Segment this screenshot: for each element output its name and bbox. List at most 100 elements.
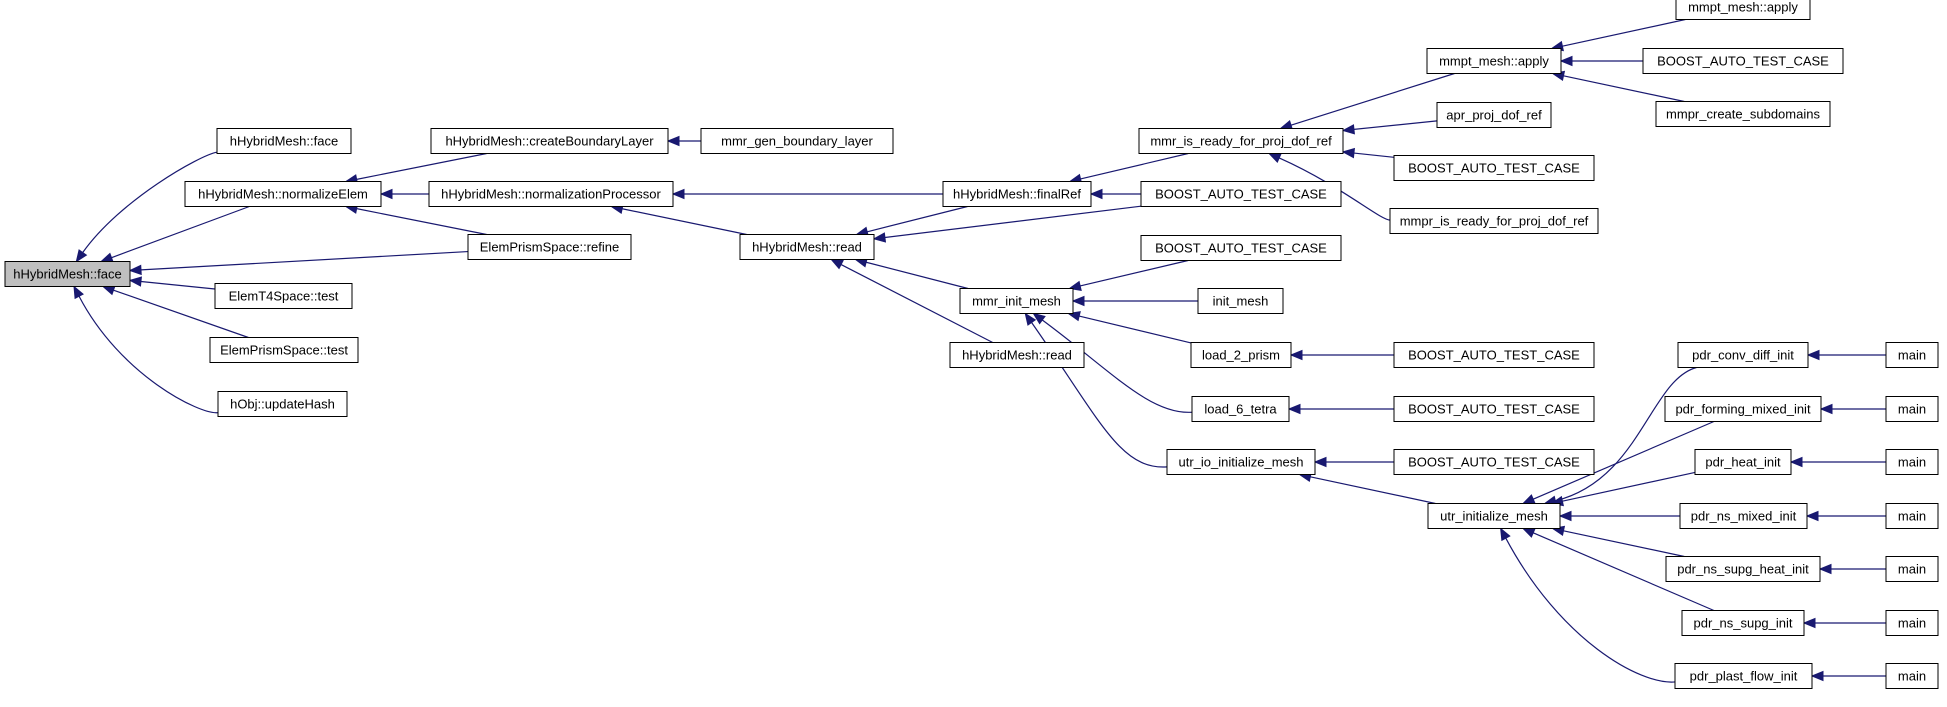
node-mmptApply2[interactable]: mmpt_mesh::apply bbox=[1675, 0, 1811, 20]
node-boost3[interactable]: BOOST_AUTO_TEST_CASE bbox=[1393, 155, 1595, 181]
node-box-mmrInit[interactable] bbox=[959, 288, 1074, 314]
node-initMesh[interactable]: init_mesh bbox=[1197, 288, 1284, 314]
node-mmrGenBL[interactable]: mmr_gen_boundary_layer bbox=[700, 128, 894, 154]
node-box-utrIO[interactable] bbox=[1166, 449, 1316, 475]
node-box-boost2[interactable] bbox=[1140, 181, 1342, 207]
node-utrInit[interactable]: utr_initialize_mesh bbox=[1427, 503, 1561, 529]
node-box-boost4[interactable] bbox=[1393, 342, 1595, 368]
node-box-root[interactable] bbox=[4, 261, 131, 287]
node-box-mmrGenBL[interactable] bbox=[700, 128, 894, 154]
node-box-pdrNsMixed[interactable] bbox=[1679, 503, 1808, 529]
node-mmrReady[interactable]: mmr_is_ready_for_proj_dof_ref bbox=[1138, 128, 1344, 154]
node-box-utrInit[interactable] bbox=[1427, 503, 1561, 529]
node-aprProj[interactable]: apr_proj_dof_ref bbox=[1436, 102, 1552, 128]
node-box-main6[interactable] bbox=[1885, 610, 1939, 636]
node-box-mmrReady[interactable] bbox=[1138, 128, 1344, 154]
node-box-main3[interactable] bbox=[1885, 449, 1939, 475]
node-box-elemT4[interactable] bbox=[214, 283, 353, 309]
node-box-mmprSub[interactable] bbox=[1655, 101, 1831, 127]
node-box-boost1[interactable] bbox=[1140, 235, 1342, 261]
node-root[interactable]: hHybridMesh::face bbox=[4, 261, 131, 287]
node-box-face2[interactable] bbox=[216, 128, 352, 154]
node-label-root: hHybridMesh::face bbox=[13, 267, 121, 282]
arrowhead-pdrForming-to-utrInit bbox=[1521, 494, 1536, 505]
edge-read-to-normProc bbox=[622, 208, 747, 236]
node-box-mmprReady[interactable] bbox=[1389, 208, 1599, 234]
node-box-finalRef[interactable] bbox=[942, 181, 1092, 207]
node-pdrPlast[interactable]: pdr_plast_flow_init bbox=[1674, 663, 1813, 689]
node-normElem[interactable]: hHybridMesh::normalizeElem bbox=[184, 181, 382, 207]
node-elemT4[interactable]: ElemT4Space::test bbox=[214, 283, 353, 309]
node-hObj[interactable]: hObj::updateHash bbox=[217, 391, 348, 417]
node-pdrNsSupg[interactable]: pdr_ns_supg_init bbox=[1681, 610, 1805, 636]
node-box-main2[interactable] bbox=[1885, 396, 1939, 422]
node-box-prismRefine[interactable] bbox=[467, 234, 632, 260]
node-main4[interactable]: main bbox=[1885, 503, 1939, 529]
node-box-aprProj[interactable] bbox=[1436, 102, 1552, 128]
node-box-main7[interactable] bbox=[1885, 663, 1939, 689]
node-box-elemPrismTest[interactable] bbox=[209, 337, 359, 363]
arrowhead-normProc-to-normElem bbox=[379, 188, 393, 200]
node-main6[interactable]: main bbox=[1885, 610, 1939, 636]
node-box-boost5[interactable] bbox=[1393, 396, 1595, 422]
node-pdrConv[interactable]: pdr_conv_diff_init bbox=[1677, 342, 1809, 368]
node-pdrHeat[interactable]: pdr_heat_init bbox=[1694, 449, 1792, 475]
arrowhead-boost3-to-mmrReady bbox=[1341, 147, 1355, 159]
node-box-boost3[interactable] bbox=[1393, 155, 1595, 181]
node-box-main1[interactable] bbox=[1885, 342, 1939, 368]
node-pdrNsSupgHeat[interactable]: pdr_ns_supg_heat_init bbox=[1665, 556, 1821, 582]
node-box-pdrNsSupg[interactable] bbox=[1681, 610, 1805, 636]
node-label-finalRef: hHybridMesh::finalRef bbox=[953, 187, 1081, 202]
node-box-load2[interactable] bbox=[1190, 342, 1292, 368]
node-box-normElem[interactable] bbox=[184, 181, 382, 207]
node-utrIO[interactable]: utr_io_initialize_mesh bbox=[1166, 449, 1316, 475]
node-box-pdrNsSupgHeat[interactable] bbox=[1665, 556, 1821, 582]
node-face2[interactable]: hHybridMesh::face bbox=[216, 128, 352, 154]
node-normProc[interactable]: hHybridMesh::normalizationProcessor bbox=[428, 181, 674, 207]
node-boost1[interactable]: BOOST_AUTO_TEST_CASE bbox=[1140, 235, 1342, 261]
node-box-mmptApply2[interactable] bbox=[1675, 0, 1811, 20]
node-box-boost7[interactable] bbox=[1642, 48, 1844, 74]
node-box-mmptApply[interactable] bbox=[1426, 48, 1562, 74]
node-box-hObj[interactable] bbox=[217, 391, 348, 417]
node-main2[interactable]: main bbox=[1885, 396, 1939, 422]
node-main7[interactable]: main bbox=[1885, 663, 1939, 689]
node-mmrInit[interactable]: mmr_init_mesh bbox=[959, 288, 1074, 314]
node-box-read2[interactable] bbox=[949, 342, 1085, 368]
node-box-normProc[interactable] bbox=[428, 181, 674, 207]
node-mmprReady[interactable]: mmpr_is_ready_for_proj_dof_ref bbox=[1389, 208, 1599, 234]
node-box-main5[interactable] bbox=[1885, 556, 1939, 582]
node-box-pdrHeat[interactable] bbox=[1694, 449, 1792, 475]
node-boost5[interactable]: BOOST_AUTO_TEST_CASE bbox=[1393, 396, 1595, 422]
node-main1[interactable]: main bbox=[1885, 342, 1939, 368]
node-elemPrismTest[interactable]: ElemPrismSpace::test bbox=[209, 337, 359, 363]
node-createBL[interactable]: hHybridMesh::createBoundaryLayer bbox=[430, 128, 669, 154]
node-pdrNsMixed[interactable]: pdr_ns_mixed_init bbox=[1679, 503, 1808, 529]
node-mmprSub[interactable]: mmpr_create_subdomains bbox=[1655, 101, 1831, 127]
arrowhead-boost2-to-read bbox=[872, 232, 887, 243]
node-box-createBL[interactable] bbox=[430, 128, 669, 154]
node-box-main4[interactable] bbox=[1885, 503, 1939, 529]
node-read[interactable]: hHybridMesh::read bbox=[739, 234, 875, 260]
node-main5[interactable]: main bbox=[1885, 556, 1939, 582]
node-mmptApply[interactable]: mmpt_mesh::apply bbox=[1426, 48, 1562, 74]
node-boost7[interactable]: BOOST_AUTO_TEST_CASE bbox=[1642, 48, 1844, 74]
node-boost2[interactable]: BOOST_AUTO_TEST_CASE bbox=[1140, 181, 1342, 207]
node-pdrForming[interactable]: pdr_forming_mixed_init bbox=[1664, 396, 1822, 422]
node-box-pdrPlast[interactable] bbox=[1674, 663, 1813, 689]
node-finalRef[interactable]: hHybridMesh::finalRef bbox=[942, 181, 1092, 207]
node-boost4[interactable]: BOOST_AUTO_TEST_CASE bbox=[1393, 342, 1595, 368]
node-load2[interactable]: load_2_prism bbox=[1190, 342, 1292, 368]
node-box-read[interactable] bbox=[739, 234, 875, 260]
node-main3[interactable]: main bbox=[1885, 449, 1939, 475]
node-load6[interactable]: load_6_tetra bbox=[1191, 396, 1290, 422]
node-boost6[interactable]: BOOST_AUTO_TEST_CASE bbox=[1393, 449, 1595, 475]
node-read2[interactable]: hHybridMesh::read bbox=[949, 342, 1085, 368]
node-box-load6[interactable] bbox=[1191, 396, 1290, 422]
node-box-pdrForming[interactable] bbox=[1664, 396, 1822, 422]
arrowhead-aprProj-to-mmrReady bbox=[1341, 124, 1355, 135]
node-box-boost6[interactable] bbox=[1393, 449, 1595, 475]
node-box-initMesh[interactable] bbox=[1197, 288, 1284, 314]
node-box-pdrConv[interactable] bbox=[1677, 342, 1809, 368]
node-prismRefine[interactable]: ElemPrismSpace::refine bbox=[467, 234, 632, 260]
